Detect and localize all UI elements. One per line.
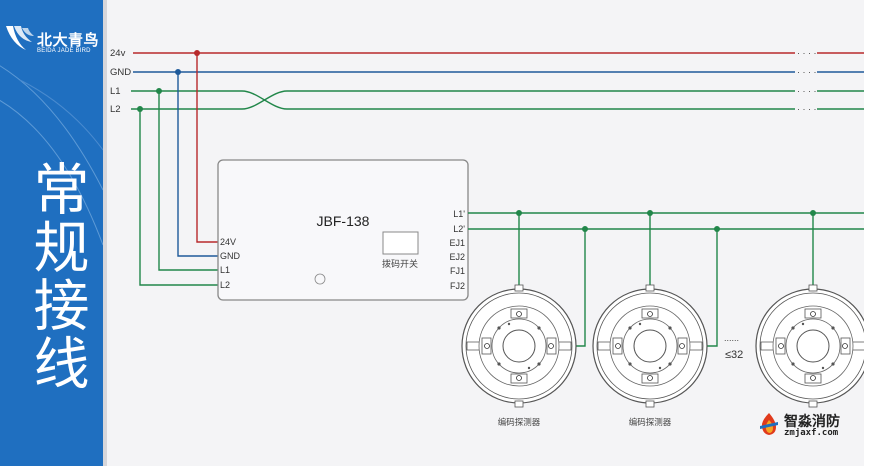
bus-ellipsis: · · · · [797,48,817,58]
bird-logo-icon [6,26,34,50]
sidebar: 北大青鸟 BEIDA JADE BIRD 常规接线 [0,0,103,466]
bus-label-gnd: GND [110,67,131,78]
drop-wire-gnd [177,72,219,257]
terminal-label: FJ2 [450,281,465,291]
junction-dot [516,210,522,216]
drop-wire-l1 [158,91,219,271]
watermark-url: zmjaxf.com [784,428,839,438]
bus-line-l1 [131,90,864,110]
junction-dot [810,210,816,216]
bus-line-l2 [131,90,864,110]
terminal-label: 24V [220,237,236,247]
sidebar-title: 常规接线 [26,160,89,392]
dip-switch [382,231,419,255]
bus-label-l2: L2 [110,104,121,115]
detector-ellipsis: ...... [724,333,739,343]
bus-ellipsis: · · · · [797,104,817,114]
coded-detector [755,284,864,408]
bus-gap [795,48,817,114]
watermark-name: 智淼消防 [784,413,840,429]
coded-detector [461,284,577,408]
divider-strip [103,0,107,466]
terminal-label: EJ2 [449,252,465,262]
right-edge [864,0,882,466]
junction-dot [137,106,143,112]
junction-dot [175,69,181,75]
bus-label-l1: L1 [110,86,121,97]
brand-name-cn: 北大青鸟 [37,32,100,49]
coded-detector [592,284,708,408]
detector-label: 编码探测器 [629,417,672,427]
junction-dot [647,210,653,216]
junction-dot [156,88,162,94]
terminal-label: FJ1 [450,266,465,276]
detector-label: 编码探测器 [498,417,541,427]
module-name: JBF-138 [317,213,370,229]
module-indicator [314,273,326,285]
drop-wire-l2 [139,109,219,286]
brand-name-en: BEIDA JADE BIRD [37,48,91,54]
bus-ellipsis: · · · · [797,86,817,96]
terminal-label: L2' [453,224,465,234]
bus-ellipsis: · · · · [797,67,817,77]
bus-label-24v: 24v [110,48,126,59]
junction-dot [194,50,200,56]
junction-dot [582,226,588,232]
terminal-label: L1 [220,265,230,275]
terminal-label: L1' [453,209,465,219]
terminal-label: GND [220,251,241,261]
terminal-label: EJ1 [449,238,465,248]
drop-wire-24v [196,53,219,243]
dip-switch-label: 拨码开关 [382,258,418,269]
module-box [217,159,469,301]
flame-logo-icon [760,413,778,435]
wiring-diagram: 24v GND L1 L2 · · · · · · · · · · · · · … [110,48,864,427]
junction-dot [714,226,720,232]
sidebar-decoration [0,65,103,246]
detector-count: ≤32 [725,349,743,361]
terminal-label: L2 [220,280,230,290]
watermark: 智淼消防 zmjaxf.com [758,411,868,441]
